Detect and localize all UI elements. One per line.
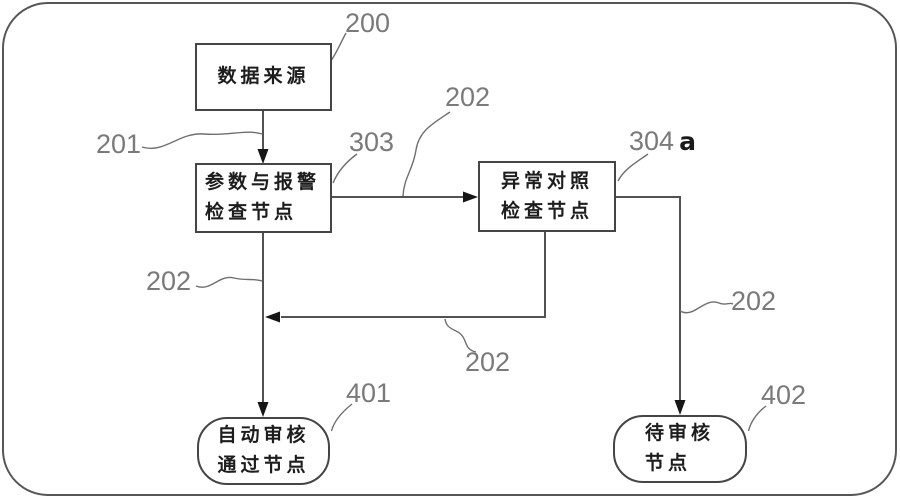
node-param-alarm-check: 参数与报警 检查节点: [195, 163, 332, 233]
wire-abnormal-to-pending: [616, 196, 681, 408]
node-pending-line2: 节点: [645, 453, 692, 474]
ref-304-suffix: a: [679, 127, 696, 156]
leader-202-right: [679, 301, 734, 314]
leader-202-mid: [444, 318, 477, 353]
leader-401: [330, 403, 353, 432]
arrowhead-right-abnormal: [463, 191, 478, 203]
node-pending-line1: 待审核: [645, 423, 715, 444]
ref-label-202-left: 202: [146, 266, 192, 296]
node-auto-line1: 自动审核: [217, 425, 310, 446]
leader-304a: [617, 153, 649, 182]
flow-lines: [262, 111, 681, 410]
arrowhead-left-feedback: [265, 311, 280, 323]
leader-lines: [141, 32, 767, 432]
node-data-source: 数据来源: [195, 43, 332, 111]
node-auto-line2: 通过节点: [217, 455, 310, 476]
node-param-alarm-line2: 检查节点: [205, 202, 298, 223]
node-abnormal-contrast-check: 异常对照 检查节点: [478, 161, 616, 232]
ref-label-401: 401: [346, 378, 392, 408]
leader-201: [141, 131, 263, 150]
arrowhead-down-param: [257, 149, 269, 164]
arrowhead-down-pending: [674, 400, 686, 415]
leader-202-top: [402, 111, 451, 197]
node-data-source-label: 数据来源: [217, 66, 310, 87]
ref-label-303: 303: [349, 127, 395, 157]
ref-label-402: 402: [761, 380, 807, 410]
node-abnormal-line2: 检查节点: [500, 200, 593, 222]
leader-200: [330, 32, 347, 61]
ref-label-202-top: 202: [445, 82, 491, 112]
ref-label-202-right: 202: [731, 286, 777, 316]
node-auto-approved: 自动审核 通过节点: [197, 417, 330, 485]
node-abnormal-line1: 异常对照: [500, 170, 593, 192]
wire-abnormal-feedback: [281, 232, 546, 318]
arrowhead-down-auto: [257, 402, 269, 417]
node-param-alarm-line1: 参数与报警: [205, 172, 321, 193]
leader-402: [747, 405, 767, 432]
ref-304-number: 304: [629, 126, 675, 156]
ref-label-201: 201: [96, 129, 142, 159]
node-pending-review: 待审核 节点: [613, 415, 747, 483]
ref-label-202-mid: 202: [465, 347, 511, 377]
leader-202-left: [195, 276, 263, 288]
ref-label-200: 200: [345, 8, 391, 38]
arrowheads: [257, 149, 686, 417]
leader-303: [332, 153, 358, 184]
